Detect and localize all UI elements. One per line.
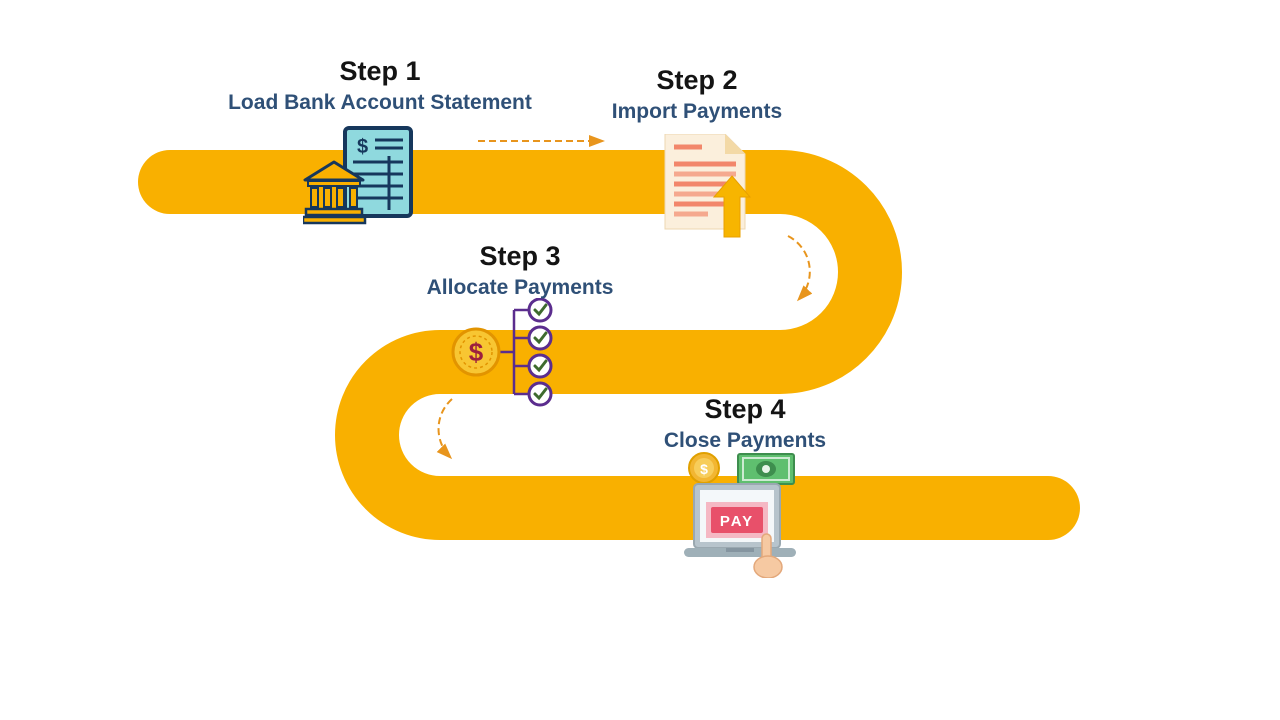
connector-lines	[499, 308, 529, 396]
step-3-label: Step 3	[479, 241, 561, 271]
coin-icon: $	[451, 327, 501, 377]
step-3-block: Step 3 Allocate Payments	[390, 240, 650, 301]
step-4-title: Close Payments	[663, 428, 827, 452]
checkmark-badge	[527, 353, 553, 379]
checkmark-badge	[527, 298, 553, 323]
up-arrow-icon	[712, 175, 752, 238]
statement-dollar-glyph: $	[357, 136, 368, 158]
step-1-label: Step 1	[339, 56, 421, 86]
bank-building-icon	[303, 160, 367, 225]
step-2-title: Import Payments	[611, 99, 783, 123]
import-document-icon	[664, 134, 752, 238]
step-4-block: Step 4 Close Payments	[615, 393, 875, 454]
step-2-block: Step 2 Import Payments	[557, 64, 837, 125]
flow-path	[138, 150, 1080, 540]
bank-statement-icon: $	[303, 126, 413, 225]
laptop-icon: PAY	[684, 483, 796, 557]
checkmark-badge	[527, 381, 553, 407]
pay-button: PAY	[720, 513, 754, 530]
step-1-title: Load Bank Account Statement	[228, 90, 532, 114]
allocate-payments-icon: $	[451, 298, 553, 407]
step-2-label: Step 2	[656, 65, 738, 95]
step-1-block: Step 1 Load Bank Account Statement	[170, 55, 590, 116]
hand-cursor-icon	[753, 533, 783, 578]
coin-icon: $	[688, 452, 720, 484]
banknote-icon	[737, 453, 795, 485]
statement-document: $	[343, 126, 413, 218]
coin-symbol-glyph: $	[700, 461, 708, 477]
step-3-title: Allocate Payments	[426, 275, 614, 299]
checkmark-badge	[527, 325, 553, 351]
coin-dollar-glyph: $	[469, 337, 484, 367]
step-4-label: Step 4	[704, 394, 786, 424]
close-payments-icon: $ PAY	[684, 452, 796, 578]
